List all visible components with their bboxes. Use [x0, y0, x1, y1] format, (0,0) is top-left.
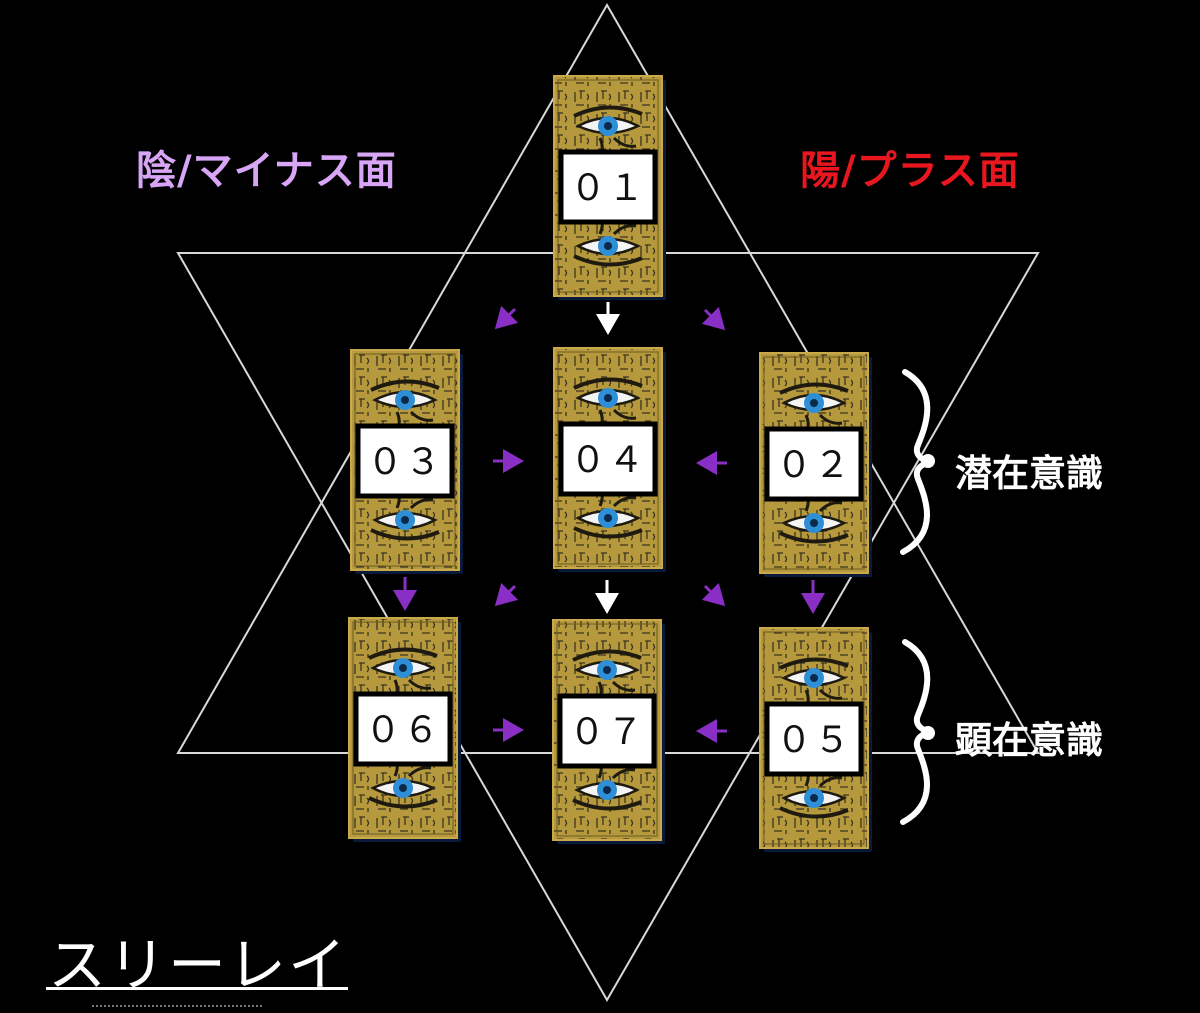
subconscious-brace-point: [921, 454, 935, 468]
cards-layer: ０１ ０２ ０３ ０４ ０５ ０６ ０７: [348, 75, 872, 852]
card-01: ０１: [553, 75, 666, 300]
flow-arrows: [393, 302, 825, 743]
card-number: ０５: [776, 720, 852, 761]
card-number: ０６: [365, 710, 441, 751]
card-03: ０３: [350, 349, 463, 574]
eye-of-horus-icon: [779, 487, 849, 544]
eye-of-horus-icon: [573, 105, 643, 162]
arrow-04-to-06: [494, 582, 519, 607]
card-number: ０３: [367, 442, 443, 483]
eye-of-horus-icon: [368, 752, 438, 809]
eye-of-horus-icon: [370, 379, 440, 436]
eye-of-horus-icon: [779, 762, 849, 819]
card-04: ０４: [553, 347, 666, 572]
plus-side-label: 陽/プラス面: [800, 148, 1020, 194]
arrow-01-to-03: [494, 305, 519, 330]
card-number: ０７: [569, 712, 645, 753]
eye-of-horus-icon: [572, 754, 642, 811]
eye-of-horus-icon: [370, 484, 440, 541]
arrow-01-to-02: [701, 306, 726, 331]
spread-title-underline: [46, 987, 348, 990]
card-number: ０１: [570, 168, 646, 209]
card-number: ０４: [570, 440, 646, 481]
eye-of-horus-icon: [779, 382, 849, 439]
eye-of-horus-icon: [573, 482, 643, 539]
eye-of-horus-icon: [368, 647, 438, 704]
card-02: ０２: [759, 352, 872, 577]
subconscious-label: 潜在意識: [955, 452, 1103, 495]
card-05: ０５: [759, 627, 872, 852]
minus-side-label: 陰/マイナス面: [136, 148, 397, 194]
conscious-brace-point: [921, 726, 935, 740]
card-07: ０７: [552, 619, 665, 844]
card-06: ０６: [348, 617, 461, 842]
conscious-label: 顕在意識: [955, 719, 1103, 762]
card-number: ０２: [776, 445, 852, 486]
arrow-04-to-05: [701, 582, 726, 607]
eye-of-horus-icon: [573, 377, 643, 434]
cut-off-subtitle: [92, 1003, 262, 1013]
